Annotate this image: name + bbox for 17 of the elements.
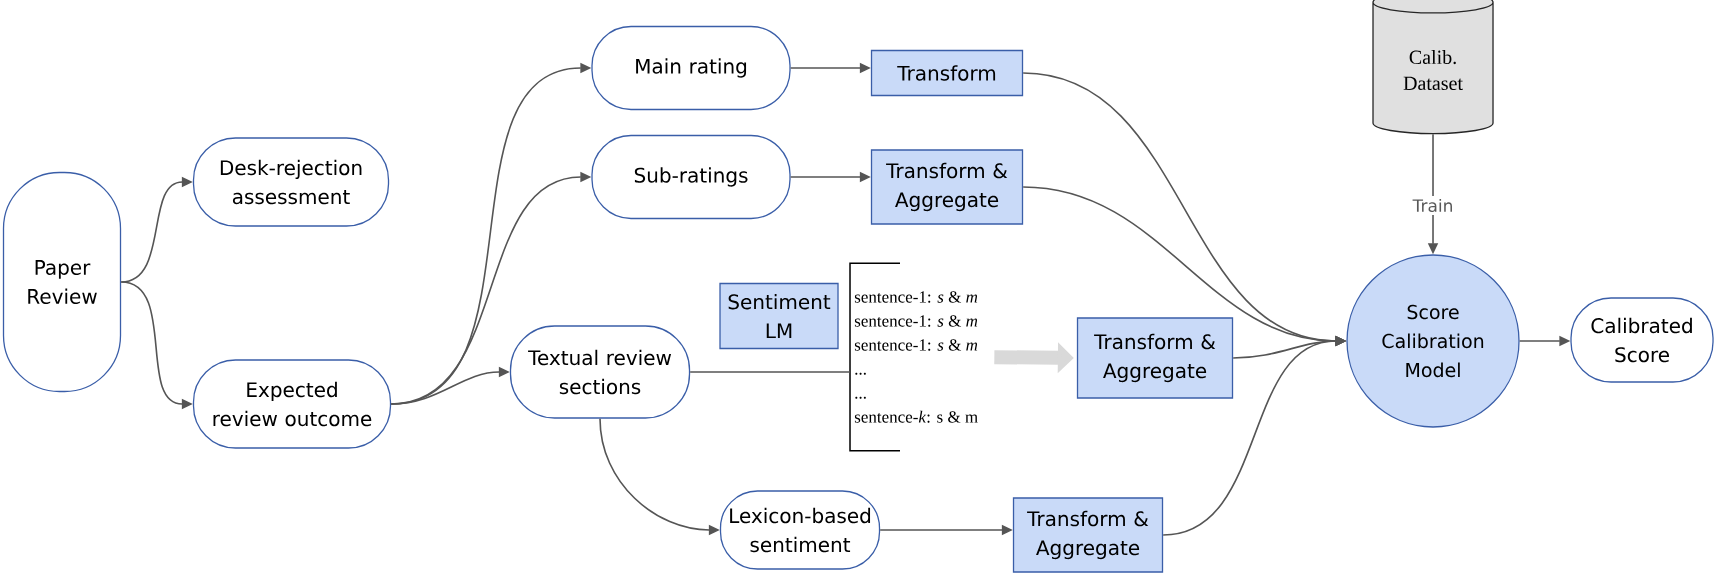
database-cylinder: Calib. Dataset <box>1372 0 1494 135</box>
transform-box: Transform & Aggregate <box>1012 497 1164 573</box>
model-box: Sentiment LM <box>719 282 839 350</box>
transform-box: Transform <box>870 49 1024 97</box>
process-box: Sub-ratings <box>591 134 791 220</box>
sentence-list: sentence-1: s & m sentence-1: s & m sentence-1: s & m ... ... sentence-k: s & m <box>849 262 978 452</box>
process-box: Desk-rejection assessment <box>192 137 390 227</box>
process-box: Calibrated Score <box>1570 297 1714 383</box>
edge-label: Train <box>1409 195 1457 216</box>
process-box: Lexicon-based sentiment <box>719 490 881 570</box>
connector-line <box>689 371 851 373</box>
transform-box: Transform & Aggregate <box>870 149 1024 225</box>
process-box: Textual review sections <box>509 325 691 419</box>
transform-box: Transform & Aggregate <box>1076 317 1234 399</box>
process-box: Expected review outcome <box>192 359 392 449</box>
process-box: Main rating <box>591 25 791 111</box>
process-box: Paper Review <box>2 171 122 393</box>
